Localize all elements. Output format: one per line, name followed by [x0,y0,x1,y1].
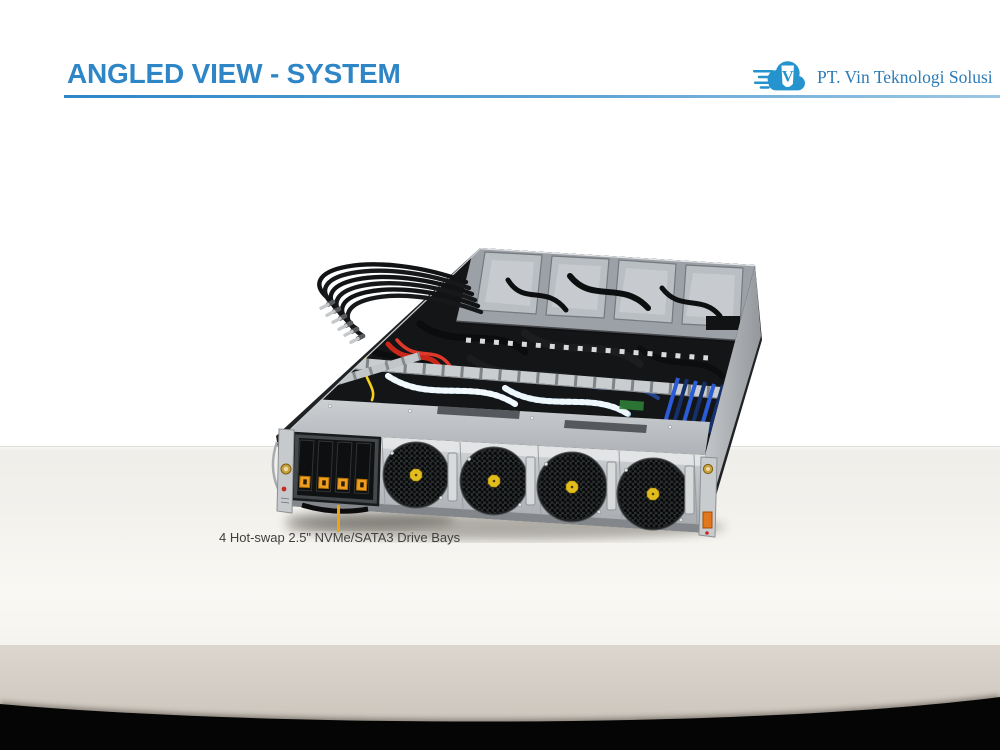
page-title: ANGLED VIEW - SYSTEM [67,58,401,89]
front-panel [286,432,710,533]
drive-bay [296,439,315,492]
shelf-handle-slot [437,406,520,419]
server-angled-photo [270,228,770,548]
bottom-vignette [0,697,1000,750]
front-fan [382,441,450,509]
front-shelf [287,398,710,455]
left-mounting-ear [271,428,295,514]
logo-monogram: V [782,67,794,85]
external-cable-loops [317,262,484,344]
cloud-v-speed-icon: V [752,61,805,91]
pcb-fragment [619,399,644,411]
title-underline [64,95,1000,98]
rear-cable-bundles [505,273,723,319]
rear-vent-grille [706,316,740,330]
figure-caption: 4 Hot-swap 2.5" NVMe/SATA3 Drive Bays [219,530,461,545]
gpu-tray [613,259,677,324]
floor-band [0,645,1000,750]
service-sticker [702,511,713,529]
front-fan [536,451,608,523]
gpu-tray [681,264,744,330]
shelf-handle-slot [564,420,647,433]
drive-bay [353,442,372,495]
chassis-right-panel [705,265,761,500]
power-led [281,486,287,492]
front-fan [616,457,690,531]
drive-bay [334,441,353,494]
company-logo: V PT. Vin Teknologi Solusi [752,52,993,102]
company-name: PT. Vin Teknologi Solusi [817,66,993,87]
right-mounting-ear [698,456,718,538]
logo-shield [781,65,794,88]
drive-bay [315,440,334,493]
cage-handle [301,502,369,514]
front-fan [459,446,529,516]
drive-bay-cage [290,431,382,514]
cable-connector-tips [319,299,366,344]
callout-line [337,505,340,532]
